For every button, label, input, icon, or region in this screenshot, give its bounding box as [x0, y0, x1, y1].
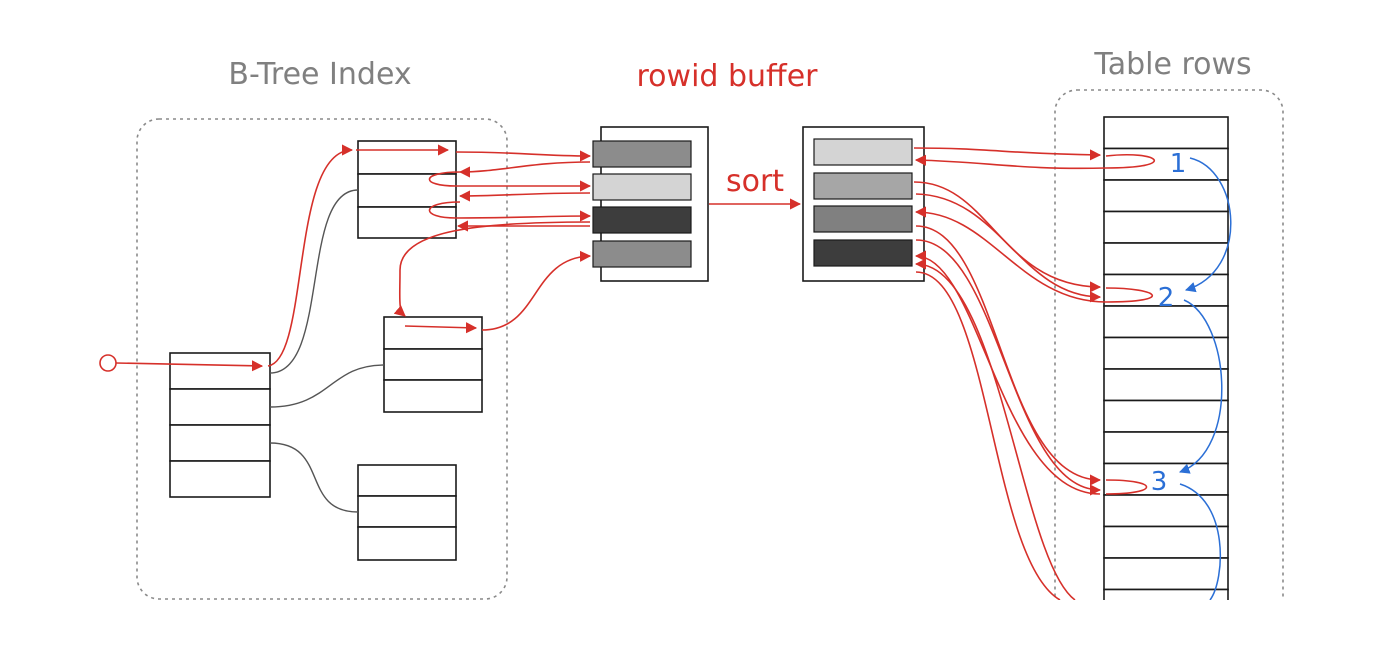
btree-leaf-node-c	[357, 464, 457, 561]
table-row	[1103, 116, 1229, 150]
row-order-arrows	[1179, 157, 1232, 601]
buffer-to-row-arrows	[913, 147, 1156, 601]
table-row	[1103, 210, 1229, 244]
btree-leaf-node-a	[357, 140, 457, 239]
table-row	[1103, 525, 1229, 559]
table-row	[1103, 242, 1229, 276]
row-number-3: 3	[1151, 467, 1168, 497]
tree-edge	[269, 189, 359, 374]
rowid-buffer-unsorted	[592, 126, 709, 282]
table-row	[1103, 399, 1229, 433]
table-row	[1103, 431, 1229, 465]
btree-index-title: B-Tree Index	[228, 57, 411, 92]
table-rows-region	[1054, 89, 1284, 621]
table-row	[1103, 147, 1229, 181]
index-traverse-arrow	[267, 144, 354, 367]
row-number-2: 2	[1158, 283, 1175, 313]
table-row	[1103, 305, 1229, 339]
table-row	[1103, 336, 1229, 370]
table-rows-title: Table rows	[1093, 47, 1251, 82]
row-number-1: 1	[1170, 149, 1187, 179]
tree-edge	[269, 442, 359, 513]
table-row	[1103, 179, 1229, 213]
btree-root-node	[169, 352, 271, 498]
bottom-edge	[0, 600, 1390, 649]
index-traverse-arrow	[115, 360, 264, 372]
leaf-to-buffer-arrows	[356, 144, 592, 334]
sort-label: sort	[726, 164, 784, 199]
tree-edge	[269, 364, 385, 408]
table-rows-column	[1103, 116, 1229, 622]
btree-region	[136, 118, 508, 600]
table-row	[1103, 557, 1229, 591]
rowid-buffer-sorted	[802, 126, 925, 282]
rowid-buffer-title: rowid buffer	[637, 59, 819, 94]
table-row	[1103, 368, 1229, 402]
btree-leaf-node-b	[383, 316, 483, 413]
table-row	[1103, 494, 1229, 528]
start-circle	[99, 354, 117, 372]
